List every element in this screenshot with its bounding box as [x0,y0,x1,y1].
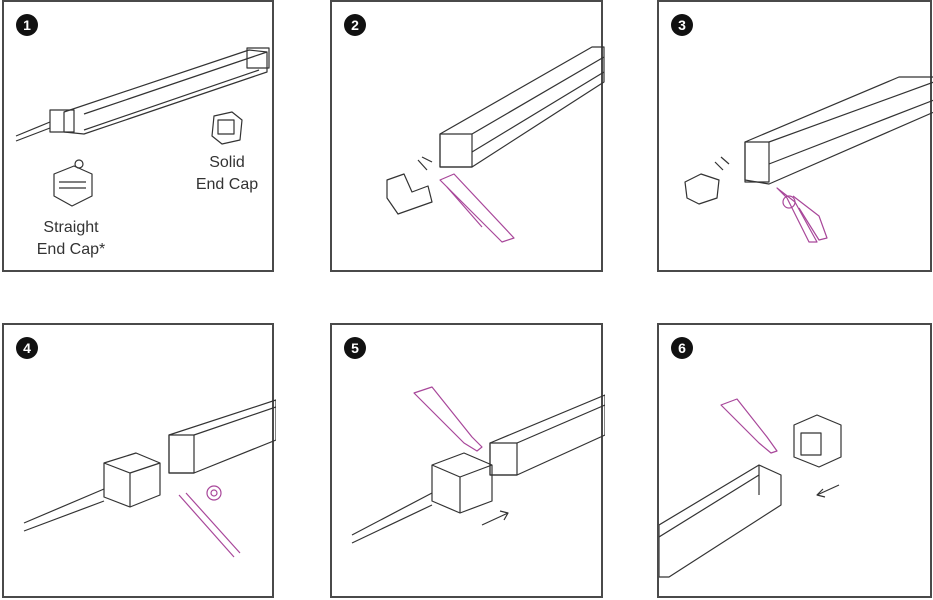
step-number-badge: 2 [344,14,366,36]
step-number-badge: 5 [344,337,366,359]
step-number-badge: 6 [671,337,693,359]
step-number-badge: 1 [16,14,38,36]
attach-end-cap-illustration [659,398,842,578]
label-line: End Cap* [36,241,106,258]
screwdriver-icon [178,492,241,558]
pliers-icon [776,187,828,243]
step-1-panel: 1 Solid End Cap Straight End Cap* [2,0,274,272]
step-6-panel: 6 [657,323,932,598]
step-5-panel: 5 [330,323,605,598]
step-3-panel: 3 [657,0,933,272]
step-2-panel: 2 [330,0,605,272]
remove-end-clip-illustration [386,46,605,243]
glue-tube-icon [413,386,483,452]
straight-end-cap-icon [53,159,93,207]
arrow-icon [481,510,509,526]
label-line: Solid [209,154,245,171]
step-4-panel: 4 [2,323,276,598]
trim-insert-illustration [684,76,933,243]
solid-end-cap-label: Solid End Cap [192,152,262,196]
straight-end-cap-label: Straight End Cap* [28,217,114,261]
glue-icon [206,485,222,501]
screwdriver-icon [439,173,515,243]
arrow-icon [816,484,840,498]
seal-connection-illustration [351,386,605,544]
glue-tube-icon [720,398,778,454]
end-cap-icon [793,414,842,468]
label-line: Straight [43,219,99,236]
led-strip-overview-illustration [15,47,270,207]
label-line: End Cap [195,176,259,193]
step-number-badge: 4 [16,337,38,359]
connect-power-cable-illustration [23,399,276,558]
solid-end-cap-icon [211,111,243,145]
step-number-badge: 3 [671,14,693,36]
